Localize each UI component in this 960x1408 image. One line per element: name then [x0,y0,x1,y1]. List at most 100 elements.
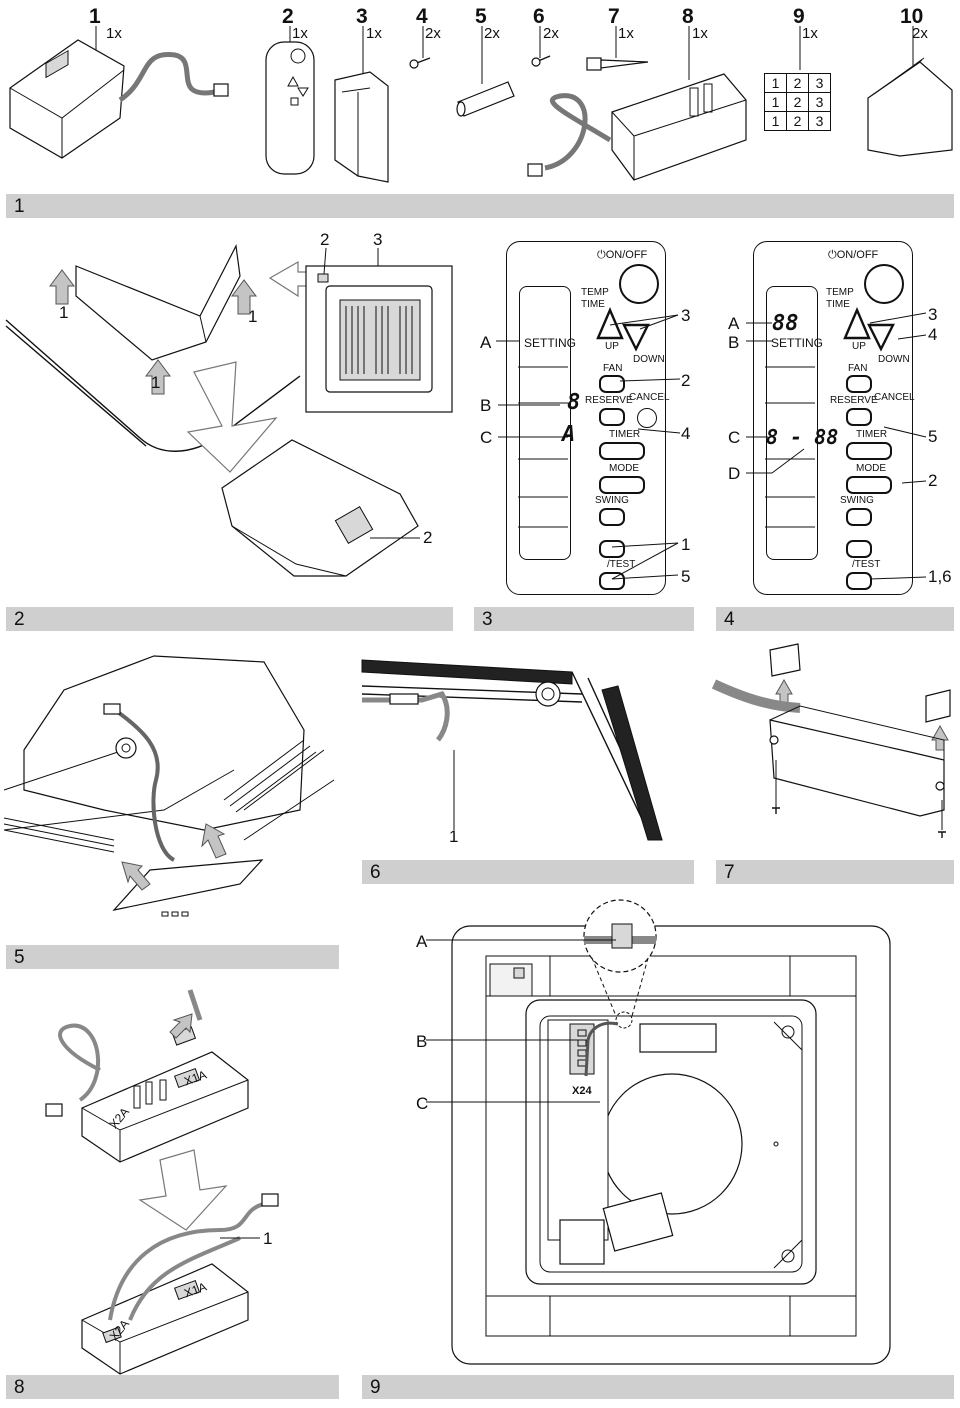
mode-button[interactable] [599,476,645,494]
fig2-callout-1c: 1 [248,307,258,326]
fig2-callout-2b: 2 [423,528,433,547]
section-number: 3 [482,609,493,630]
fig9-letter-b: B [416,1032,428,1051]
grid-button[interactable] [599,540,625,558]
section-bar-9: 9 [362,1375,954,1399]
part-qty-3: 1x [366,25,382,42]
test-label: /TEST [852,559,881,570]
section-number: 4 [724,609,735,630]
up-label: UP [605,341,619,352]
grid-button[interactable] [846,540,872,558]
section-number: 2 [14,609,25,630]
on-off-label: ⏻ON/OFF [597,249,648,261]
part-number-4: 4 [416,5,428,28]
fig4-num-3: 3 [928,305,938,324]
figure-9-unit-interior [426,899,891,1365]
on-off-button[interactable] [864,264,904,304]
grid-cell: 3 [808,111,831,131]
remote-fig4: ⏻ON/OFF TEMP TIME UP DOWN FAN RESERVE CA… [753,241,915,595]
section-bar-6: 6 [362,860,694,884]
remote-fig3: ⏻ON/OFF TEMP TIME UP DOWN FAN RESERVE CA… [506,241,670,595]
part-qty-2: 1x [292,25,308,42]
fig4-num-2: 2 [928,471,938,490]
part-number-8: 8 [682,5,694,28]
fig4-num-1-6: 1,6 [928,567,952,586]
seg-88: 88 [772,311,799,336]
part-number-5: 5 [475,5,487,28]
cancel-label: CANCEL [874,392,915,403]
reserve-button[interactable] [846,408,872,426]
part-number-10: 10 [900,5,924,28]
part-qty-6: 2x [543,25,559,42]
fig2-callout-1b: 1 [151,373,161,392]
fig3-num-3: 3 [681,306,691,325]
up-label: UP [852,341,866,352]
figure-5-cover-install [3,655,335,917]
swing-button[interactable] [846,508,872,526]
seg-b: 8 [567,390,581,415]
remote-fig4-shapes [765,306,895,528]
mode-button[interactable] [846,476,892,494]
part-qty-9: 1x [802,25,818,42]
part-number-1: 1 [89,5,101,28]
fig9-x24: X24 [572,1085,592,1097]
section-number: 6 [370,862,381,883]
mode-label: MODE [609,463,639,474]
remote-lcd [519,286,571,560]
fan-label: FAN [848,363,868,374]
section-bar-3: 3 [474,607,694,631]
fig6-callout-1: 1 [449,827,459,846]
part-qty-10: 2x [912,25,928,42]
on-off-label: ⏻ON/OFF [828,249,879,261]
fig3-letter-c: C [480,428,493,447]
fig3-num-2: 2 [681,371,691,390]
section-bar-4: 4 [716,607,954,631]
reserve-label: RESERVE [585,395,633,406]
grid-cell: 3 [808,92,831,112]
time-label: TIME [581,299,605,310]
fig4-letter-c: C [728,428,741,447]
setting-label: SETTING [524,336,577,350]
timer-button[interactable] [599,442,645,460]
fan-label: FAN [603,363,623,374]
time-label: TIME [826,299,850,310]
fig3-letter-b: B [480,396,492,415]
grid-cell: 2 [786,73,809,93]
timer-button[interactable] [846,442,892,460]
grid-cell: 3 [808,73,831,93]
section-number: 9 [370,1377,381,1398]
fig4-leaders [746,312,927,580]
fan-button[interactable] [846,375,872,393]
down-label: DOWN [878,354,910,365]
part-number-6: 6 [533,5,545,28]
fig3-leaders [496,314,681,580]
test-button[interactable] [846,572,872,590]
section-bar-5: 5 [6,945,339,969]
part-qty-5: 2x [484,25,500,42]
mode-label: MODE [856,463,886,474]
section-number: 7 [724,862,735,883]
fan-button[interactable] [599,375,625,393]
grid-cell: 2 [786,111,809,131]
grid-cell: 1 [764,73,787,93]
test-button[interactable] [599,572,625,590]
part-qty-1: 1x [106,25,122,42]
fig3-letter-a: A [480,333,492,352]
part-qty-8: 1x [692,25,708,42]
seg-c: A [562,422,576,447]
section-number: 5 [14,947,25,968]
temp-label: TEMP [826,287,854,298]
section-bar-7: 7 [716,860,954,884]
fig4-letter-a: A [728,314,740,333]
cancel-button[interactable] [637,408,657,428]
remote-lcd [766,286,818,560]
reserve-button[interactable] [599,408,625,426]
fig2-callout-3: 3 [373,230,383,249]
swing-button[interactable] [599,508,625,526]
timer-label: TIMER [856,429,888,440]
figure-8-pcb-connection [45,989,279,1375]
fig4-letter-d: D [728,464,741,483]
part-number-7: 7 [608,5,620,28]
on-off-button[interactable] [619,264,659,304]
